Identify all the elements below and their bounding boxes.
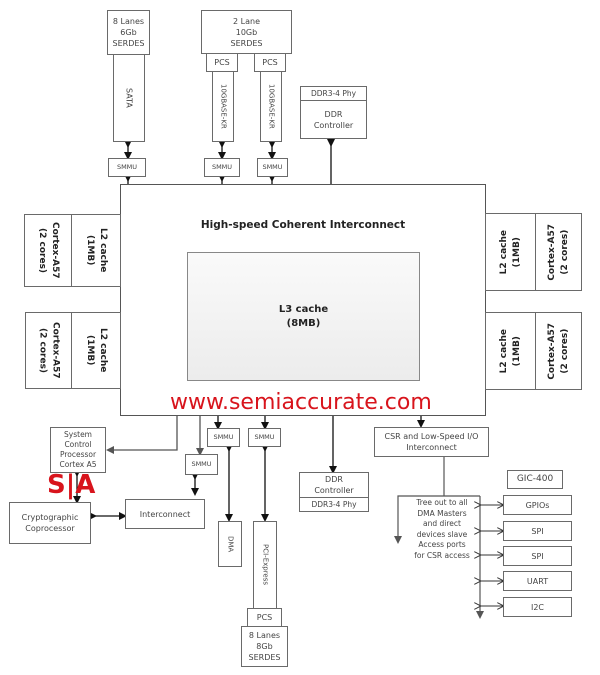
sata-box: SATA [113, 54, 145, 142]
serdes-sata-box: 8 Lanes 6Gb SERDES [107, 10, 150, 55]
pcs-bottom: PCS [247, 608, 282, 627]
kr-2-label: 10GBASE-KR [267, 84, 276, 129]
left-l2-1: L2 cache (1MB) [71, 214, 121, 287]
csr-low-speed-io-interconnect: CSR and Low-Speed I/O Interconnect [374, 427, 489, 457]
left-core-1: Cortex-A57 (2 cores) [24, 214, 72, 287]
pcs-1-box: PCS [206, 53, 238, 72]
smmu-sata: SMMU [108, 158, 146, 177]
peripheral-spi-1: SPI [503, 521, 572, 541]
pcs-2-box: PCS [254, 53, 286, 72]
ddr-phy-bottom: DDR3-4 Phy [299, 497, 369, 512]
10gbase-kr-2-box: 10GBASE-KR [260, 71, 282, 142]
smmu-kr-2: SMMU [257, 158, 288, 177]
right-core-2: Cortex-A57 (2 cores) [535, 312, 582, 390]
left-l2-2-label: L2 cache (1MB) [85, 328, 108, 373]
pcie-label: PCI-Express [261, 544, 270, 586]
peripheral-gpios: GPIOs [503, 495, 572, 515]
smmu-a: SMMU [185, 454, 218, 475]
sata-label: SATA [124, 88, 134, 108]
dma-box: DMA [218, 521, 242, 567]
pcie-box: PCI-Express [253, 521, 277, 609]
peripheral-i2c: I2C [503, 597, 572, 617]
smmu-b: SMMU [207, 428, 240, 447]
right-l2-2-label: L2 cache (1MB) [498, 328, 522, 374]
system-control-processor: System Control Processor Cortex A5 [50, 427, 106, 473]
right-l2-2: L2 cache (1MB) [485, 312, 536, 390]
watermark-url: www.semiaccurate.com [170, 390, 432, 415]
watermark-logo: S|A [47, 470, 96, 500]
right-core-1: Cortex-A57 (2 cores) [535, 213, 582, 291]
tree-description: Tree out to all DMA Masters and direct d… [414, 498, 470, 560]
l3-cache-box: L3 cache (8MB) [187, 252, 420, 381]
interconnect-box: Interconnect [125, 499, 205, 529]
ddr-controller-bottom: DDR Controller [299, 472, 369, 498]
left-core-2: Cortex-A57 (2 cores) [25, 312, 72, 389]
ddr-controller-top: DDR Controller [300, 100, 367, 139]
cryptographic-coprocessor: Cryptographic Coprocessor [9, 502, 91, 544]
interconnect-title: High-speed Coherent Interconnect [200, 219, 406, 231]
smmu-kr-1: SMMU [204, 158, 240, 177]
peripheral-spi-2: SPI [503, 546, 572, 566]
gic-400-box: GIC-400 [507, 470, 563, 489]
left-l2-1-label: L2 cache (1MB) [85, 228, 108, 273]
serdes-10g-box: 2 Lane 10Gb SERDES [201, 10, 292, 54]
right-core-1-label: Cortex-A57 (2 cores) [546, 223, 570, 281]
right-l2-1-label: L2 cache (1MB) [498, 229, 522, 275]
serdes-pcie-box: 8 Lanes 8Gb SERDES [241, 626, 288, 667]
right-core-2-label: Cortex-A57 (2 cores) [546, 322, 570, 380]
left-l2-2: L2 cache (1MB) [71, 312, 121, 389]
ddr-phy-top: DDR3-4 Phy [300, 86, 367, 101]
tree-left-arrow [394, 495, 480, 544]
peripheral-uart: UART [503, 571, 572, 591]
arrow-ic-scp [106, 404, 181, 454]
left-core-1-label: Cortex-A57 (2 cores) [37, 222, 60, 279]
right-l2-1: L2 cache (1MB) [485, 213, 536, 291]
kr-1-label: 10GBASE-KR [219, 84, 228, 129]
left-core-2-label: Cortex-A57 (2 cores) [37, 322, 61, 379]
10gbase-kr-1-box: 10GBASE-KR [212, 71, 234, 142]
smmu-c: SMMU [248, 428, 281, 447]
dma-label: DMA [226, 535, 235, 553]
